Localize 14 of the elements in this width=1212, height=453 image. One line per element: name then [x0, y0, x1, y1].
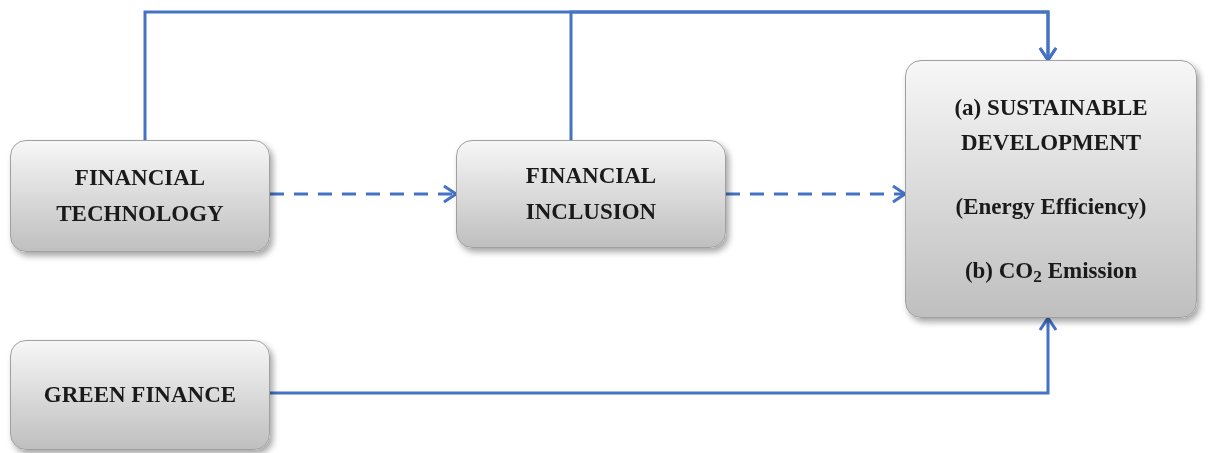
process-box — [905, 60, 1197, 318]
arrow — [270, 184, 458, 204]
box-label: FINANCIAL INCLUSION — [524, 162, 658, 226]
process-box — [456, 140, 726, 248]
arrow — [270, 316, 1058, 395]
box-label: GREEN FINANCE — [43, 381, 237, 410]
process-box — [10, 140, 270, 252]
box-label: FINANCIAL TECHNOLOGY — [55, 164, 225, 228]
arrow — [726, 184, 907, 204]
box-label: (a) SUSTAINABLE DEVELOPMENT — [953, 93, 1149, 158]
box-label: (b) CO$_{2}$ Emission — [964, 256, 1138, 288]
arrow — [569, 10, 1058, 140]
process-box — [10, 340, 270, 450]
box-label: (Energy Efficiency) — [955, 193, 1147, 221]
